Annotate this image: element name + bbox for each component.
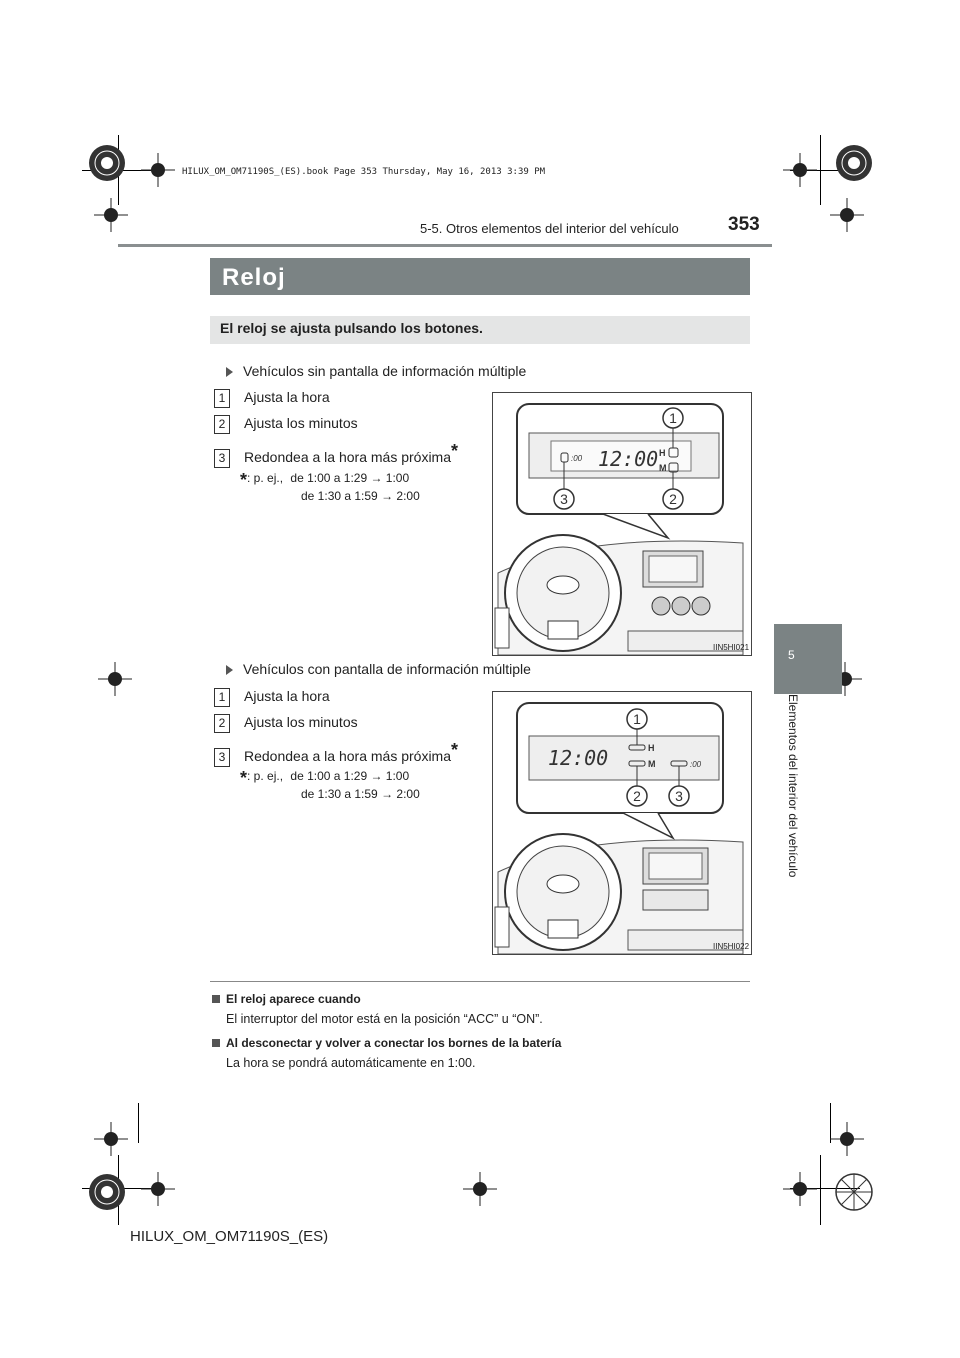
registration-target-icon bbox=[783, 153, 817, 187]
svg-text:2: 2 bbox=[669, 491, 677, 507]
square-bullet-icon bbox=[212, 1039, 220, 1047]
registration-wheel-icon bbox=[835, 1173, 873, 1211]
notes-rule bbox=[210, 981, 750, 982]
registration-wheel-icon bbox=[89, 145, 125, 181]
svg-text::00: :00 bbox=[571, 454, 583, 463]
triangle-bullet-icon bbox=[226, 665, 233, 676]
clock-display: 12:00 bbox=[548, 746, 608, 770]
svg-text:2: 2 bbox=[633, 788, 641, 804]
registration-target-icon bbox=[463, 1172, 497, 1206]
dashboard-illustration: 12:00 H M :00 1 2 3 IIN5HI022 bbox=[494, 702, 750, 954]
intro-box: El reloj se ajusta pulsando los botones. bbox=[210, 316, 750, 344]
note-heading: El reloj aparece cuando bbox=[212, 992, 361, 1006]
registration-target-icon bbox=[94, 1122, 128, 1156]
clock-display: 12:00 bbox=[598, 447, 658, 471]
figure-id: IIN5HI021 bbox=[713, 643, 750, 652]
triangle-bullet-icon bbox=[226, 367, 233, 378]
note-body: La hora se pondrá automáticamente en 1:0… bbox=[226, 1056, 476, 1070]
svg-text:1: 1 bbox=[669, 410, 677, 426]
svg-text:3: 3 bbox=[675, 788, 683, 804]
chapter-tab: 5 bbox=[774, 624, 842, 694]
svg-text:1: 1 bbox=[633, 711, 641, 727]
intro-text: El reloj se ajusta pulsando los botones. bbox=[220, 320, 483, 336]
svg-text:M: M bbox=[659, 463, 667, 473]
rounding-note: *: p. ej., de 1:00 a 1:29 → 1:00 bbox=[240, 470, 410, 490]
dashboard-illustration: 12:00 :00 H M 1 3 2 IIN5HI021 bbox=[494, 403, 750, 655]
registration-wheel-icon bbox=[89, 1174, 125, 1210]
registration-target-icon bbox=[783, 1172, 817, 1206]
chapter-number: 5 bbox=[788, 648, 795, 662]
header-rule bbox=[118, 244, 772, 247]
figure-clock-no-mid: 12:00 :00 H M 1 3 2 IIN5HI021 bbox=[492, 392, 752, 656]
rounding-note-line2: de 1:30 a 1:59 → 2:00 bbox=[301, 787, 420, 801]
variant-heading: Vehículos con pantalla de información mú… bbox=[226, 661, 531, 677]
page-number: 353 bbox=[728, 214, 760, 235]
footer-code: HILUX_OM_OM71190S_(ES) bbox=[130, 1228, 329, 1245]
registration-target-icon bbox=[98, 662, 132, 696]
registration-target-icon bbox=[141, 1172, 175, 1206]
figure-id: IIN5HI022 bbox=[713, 942, 750, 951]
svg-text:H: H bbox=[648, 743, 655, 753]
note-heading: Al desconectar y volver a conectar los b… bbox=[212, 1036, 561, 1050]
title-bar: Reloj bbox=[210, 258, 750, 295]
square-bullet-icon bbox=[212, 995, 220, 1003]
registration-wheel-icon bbox=[836, 145, 872, 181]
note-body: El interruptor del motor está en la posi… bbox=[226, 1012, 543, 1026]
rounding-note-line2: de 1:30 a 1:59 → 2:00 bbox=[301, 489, 420, 503]
rounding-note: *: p. ej., de 1:00 a 1:29 → 1:00 bbox=[240, 768, 410, 788]
svg-text:H: H bbox=[659, 448, 666, 458]
variant-heading: Vehículos sin pantalla de información mú… bbox=[226, 363, 526, 379]
svg-text::00: :00 bbox=[690, 760, 702, 769]
chapter-label: Elementos del interior del vehículo bbox=[786, 694, 800, 878]
page-title: Reloj bbox=[222, 264, 286, 291]
svg-text:3: 3 bbox=[560, 491, 568, 507]
registration-target-icon bbox=[830, 198, 864, 232]
section-title: 5-5. Otros elementos del interior del ve… bbox=[420, 221, 679, 236]
registration-target-icon bbox=[830, 1122, 864, 1156]
svg-text:M: M bbox=[648, 759, 656, 769]
book-info: HILUX_OM_OM71190S_(ES).book Page 353 Thu… bbox=[182, 167, 546, 177]
registration-target-icon bbox=[141, 153, 175, 187]
figure-clock-with-mid: 12:00 H M :00 1 2 3 IIN5HI022 bbox=[492, 691, 752, 955]
registration-target-icon bbox=[94, 198, 128, 232]
